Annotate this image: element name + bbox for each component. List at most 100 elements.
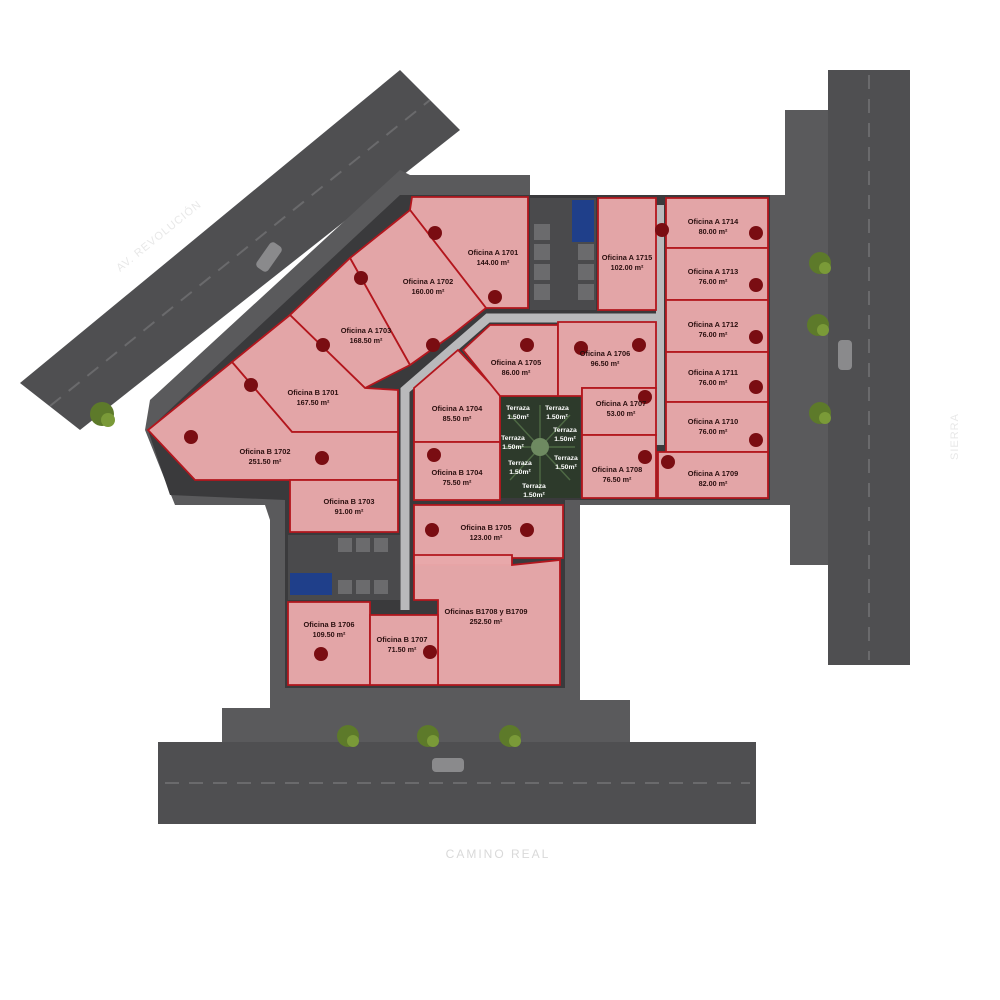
unit-name: Oficina A 1703 bbox=[341, 326, 391, 335]
unit-area: 102.00 m² bbox=[611, 263, 644, 272]
unit-name: Oficina A 1709 bbox=[688, 469, 738, 478]
unit-name: Oficina B 1707 bbox=[377, 635, 428, 644]
terrace-area: 1.50m² bbox=[509, 469, 531, 476]
unit-label-a1706: Oficina A 1706 96.50 m² bbox=[580, 349, 630, 368]
terrace-name: Terraza bbox=[554, 455, 578, 462]
terrace-area: 1.50m² bbox=[546, 414, 568, 421]
unit-b1707[interactable] bbox=[369, 614, 439, 686]
car-icon bbox=[838, 340, 852, 370]
unit-label-b1708-b1709: Oficinas B1708 y B1709 252.50 m² bbox=[445, 607, 528, 626]
unit-name: Oficina B 1706 bbox=[304, 620, 355, 629]
unit-name: Oficina A 1707 bbox=[596, 399, 646, 408]
unit-label-a1702: Oficina A 1702 160.00 m² bbox=[403, 277, 453, 296]
unit-name: Oficina A 1713 bbox=[688, 267, 738, 276]
unit-name: Oficina A 1714 bbox=[688, 217, 739, 226]
unit-name: Oficina A 1705 bbox=[491, 358, 541, 367]
restroom-block bbox=[572, 200, 594, 242]
unit-a1708[interactable] bbox=[581, 434, 657, 499]
terrace-name: Terraza bbox=[501, 435, 525, 442]
unit-name: Oficina A 1711 bbox=[688, 368, 738, 377]
terrace-area: 1.50m² bbox=[554, 436, 576, 443]
atrium-planter bbox=[531, 438, 549, 456]
road-north-west bbox=[20, 70, 460, 430]
unit-a1709[interactable] bbox=[657, 451, 769, 499]
unit-b1708-b1709[interactable] bbox=[413, 554, 561, 686]
unit-label-a1713: Oficina A 1713 76.00 m² bbox=[688, 267, 738, 286]
unit-label-a1709: Oficina A 1709 82.00 m² bbox=[688, 469, 738, 488]
terrace-area: 1.50m² bbox=[523, 492, 545, 499]
terrace-name: Terraza bbox=[508, 460, 532, 467]
tree-icon bbox=[807, 314, 829, 336]
unit-area: 71.50 m² bbox=[388, 645, 417, 654]
unit-area: 85.50 m² bbox=[443, 414, 472, 423]
unit-b1703[interactable] bbox=[289, 479, 399, 533]
unit-area: 91.00 m² bbox=[335, 507, 364, 516]
unit-a1704[interactable] bbox=[413, 348, 501, 443]
unit-area: 86.00 m² bbox=[502, 368, 531, 377]
unit-name: Oficina A 1712 bbox=[688, 320, 738, 329]
unit-area: 53.00 m² bbox=[607, 409, 636, 418]
unit-area: 76.00 m² bbox=[699, 427, 728, 436]
tree-icon bbox=[499, 725, 521, 747]
terrace-labels: Terraza 1.50m² Terraza 1.50m² Terraza 1.… bbox=[501, 405, 578, 499]
unit-area: 167.50 m² bbox=[297, 398, 330, 407]
unit-label-b1702: Oficina B 1702 251.50 m² bbox=[240, 447, 291, 466]
unit-b1706[interactable] bbox=[287, 601, 371, 686]
unit-area: 76.00 m² bbox=[699, 378, 728, 387]
terrace-name: Terraza bbox=[545, 405, 569, 412]
unit-area: 251.50 m² bbox=[249, 457, 282, 466]
unit-label-b1707: Oficina B 1707 71.50 m² bbox=[377, 635, 428, 654]
unit-name: Oficina A 1701 bbox=[468, 248, 518, 257]
unit-name: Oficina A 1704 bbox=[432, 404, 483, 413]
unit-area: 96.50 m² bbox=[591, 359, 620, 368]
unit-area: 160.00 m² bbox=[412, 287, 445, 296]
unit-label-a1714: Oficina A 1714 80.00 m² bbox=[688, 217, 739, 236]
unit-label-b1704: Oficina B 1704 75.50 m² bbox=[432, 468, 484, 487]
unit-area: 109.50 m² bbox=[313, 630, 346, 639]
unit-name: Oficina A 1715 bbox=[602, 253, 652, 262]
unit-name: Oficina B 1701 bbox=[288, 388, 339, 397]
tree-icon bbox=[809, 402, 831, 424]
unit-area: 168.50 m² bbox=[350, 336, 383, 345]
unit-area: 76.50 m² bbox=[603, 475, 632, 484]
unit-area: 75.50 m² bbox=[443, 478, 472, 487]
terrace-name: Terraza bbox=[553, 427, 577, 434]
unit-label-a1711: Oficina A 1711 76.00 m² bbox=[688, 368, 738, 387]
unit-area: 82.00 m² bbox=[699, 479, 728, 488]
restroom-block bbox=[290, 573, 332, 595]
road-lane-line bbox=[49, 99, 431, 407]
tree-icon bbox=[417, 725, 439, 747]
unit-name: Oficina A 1708 bbox=[592, 465, 642, 474]
tree-icon bbox=[337, 725, 359, 747]
unit-area: 123.00 m² bbox=[470, 533, 503, 542]
terrace-area: 1.50m² bbox=[555, 464, 577, 471]
tree-icon bbox=[809, 252, 831, 274]
terrace-area: 1.50m² bbox=[507, 414, 529, 421]
unit-label-b1706: Oficina B 1706 109.50 m² bbox=[304, 620, 355, 639]
unit-a1701[interactable] bbox=[409, 196, 529, 309]
unit-label-a1715: Oficina A 1715 102.00 m² bbox=[602, 253, 652, 272]
street-label-south: CAMINO REAL bbox=[446, 847, 551, 861]
unit-marker-dots bbox=[184, 223, 763, 661]
unit-name: Oficina B 1702 bbox=[240, 447, 291, 456]
unit-area: 144.00 m² bbox=[477, 258, 510, 267]
terrace-name: Terraza bbox=[506, 405, 530, 412]
unit-label-b1703: Oficina B 1703 91.00 m² bbox=[324, 497, 375, 516]
unit-area: 252.50 m² bbox=[470, 617, 503, 626]
unit-a1711[interactable] bbox=[665, 351, 769, 403]
unit-name: Oficina A 1706 bbox=[580, 349, 630, 358]
unit-label-a1712: Oficina A 1712 76.00 m² bbox=[688, 320, 738, 339]
unit-label-a1705: Oficina A 1705 86.00 m² bbox=[491, 358, 541, 377]
unit-name: Oficina B 1703 bbox=[324, 497, 375, 506]
unit-label-a1708: Oficina A 1708 76.50 m² bbox=[592, 465, 642, 484]
unit-a1715[interactable] bbox=[597, 197, 657, 311]
unit-area: 80.00 m² bbox=[699, 227, 728, 236]
terrace-area: 1.50m² bbox=[502, 444, 524, 451]
unit-name: Oficina B 1704 bbox=[432, 468, 484, 477]
unit-label-b1701: Oficina B 1701 167.50 m² bbox=[288, 388, 339, 407]
unit-label-a1704: Oficina A 1704 85.50 m² bbox=[432, 404, 483, 423]
street-label-east: SIERRA bbox=[949, 413, 961, 460]
unit-label-a1710: Oficina A 1710 76.00 m² bbox=[688, 417, 738, 436]
